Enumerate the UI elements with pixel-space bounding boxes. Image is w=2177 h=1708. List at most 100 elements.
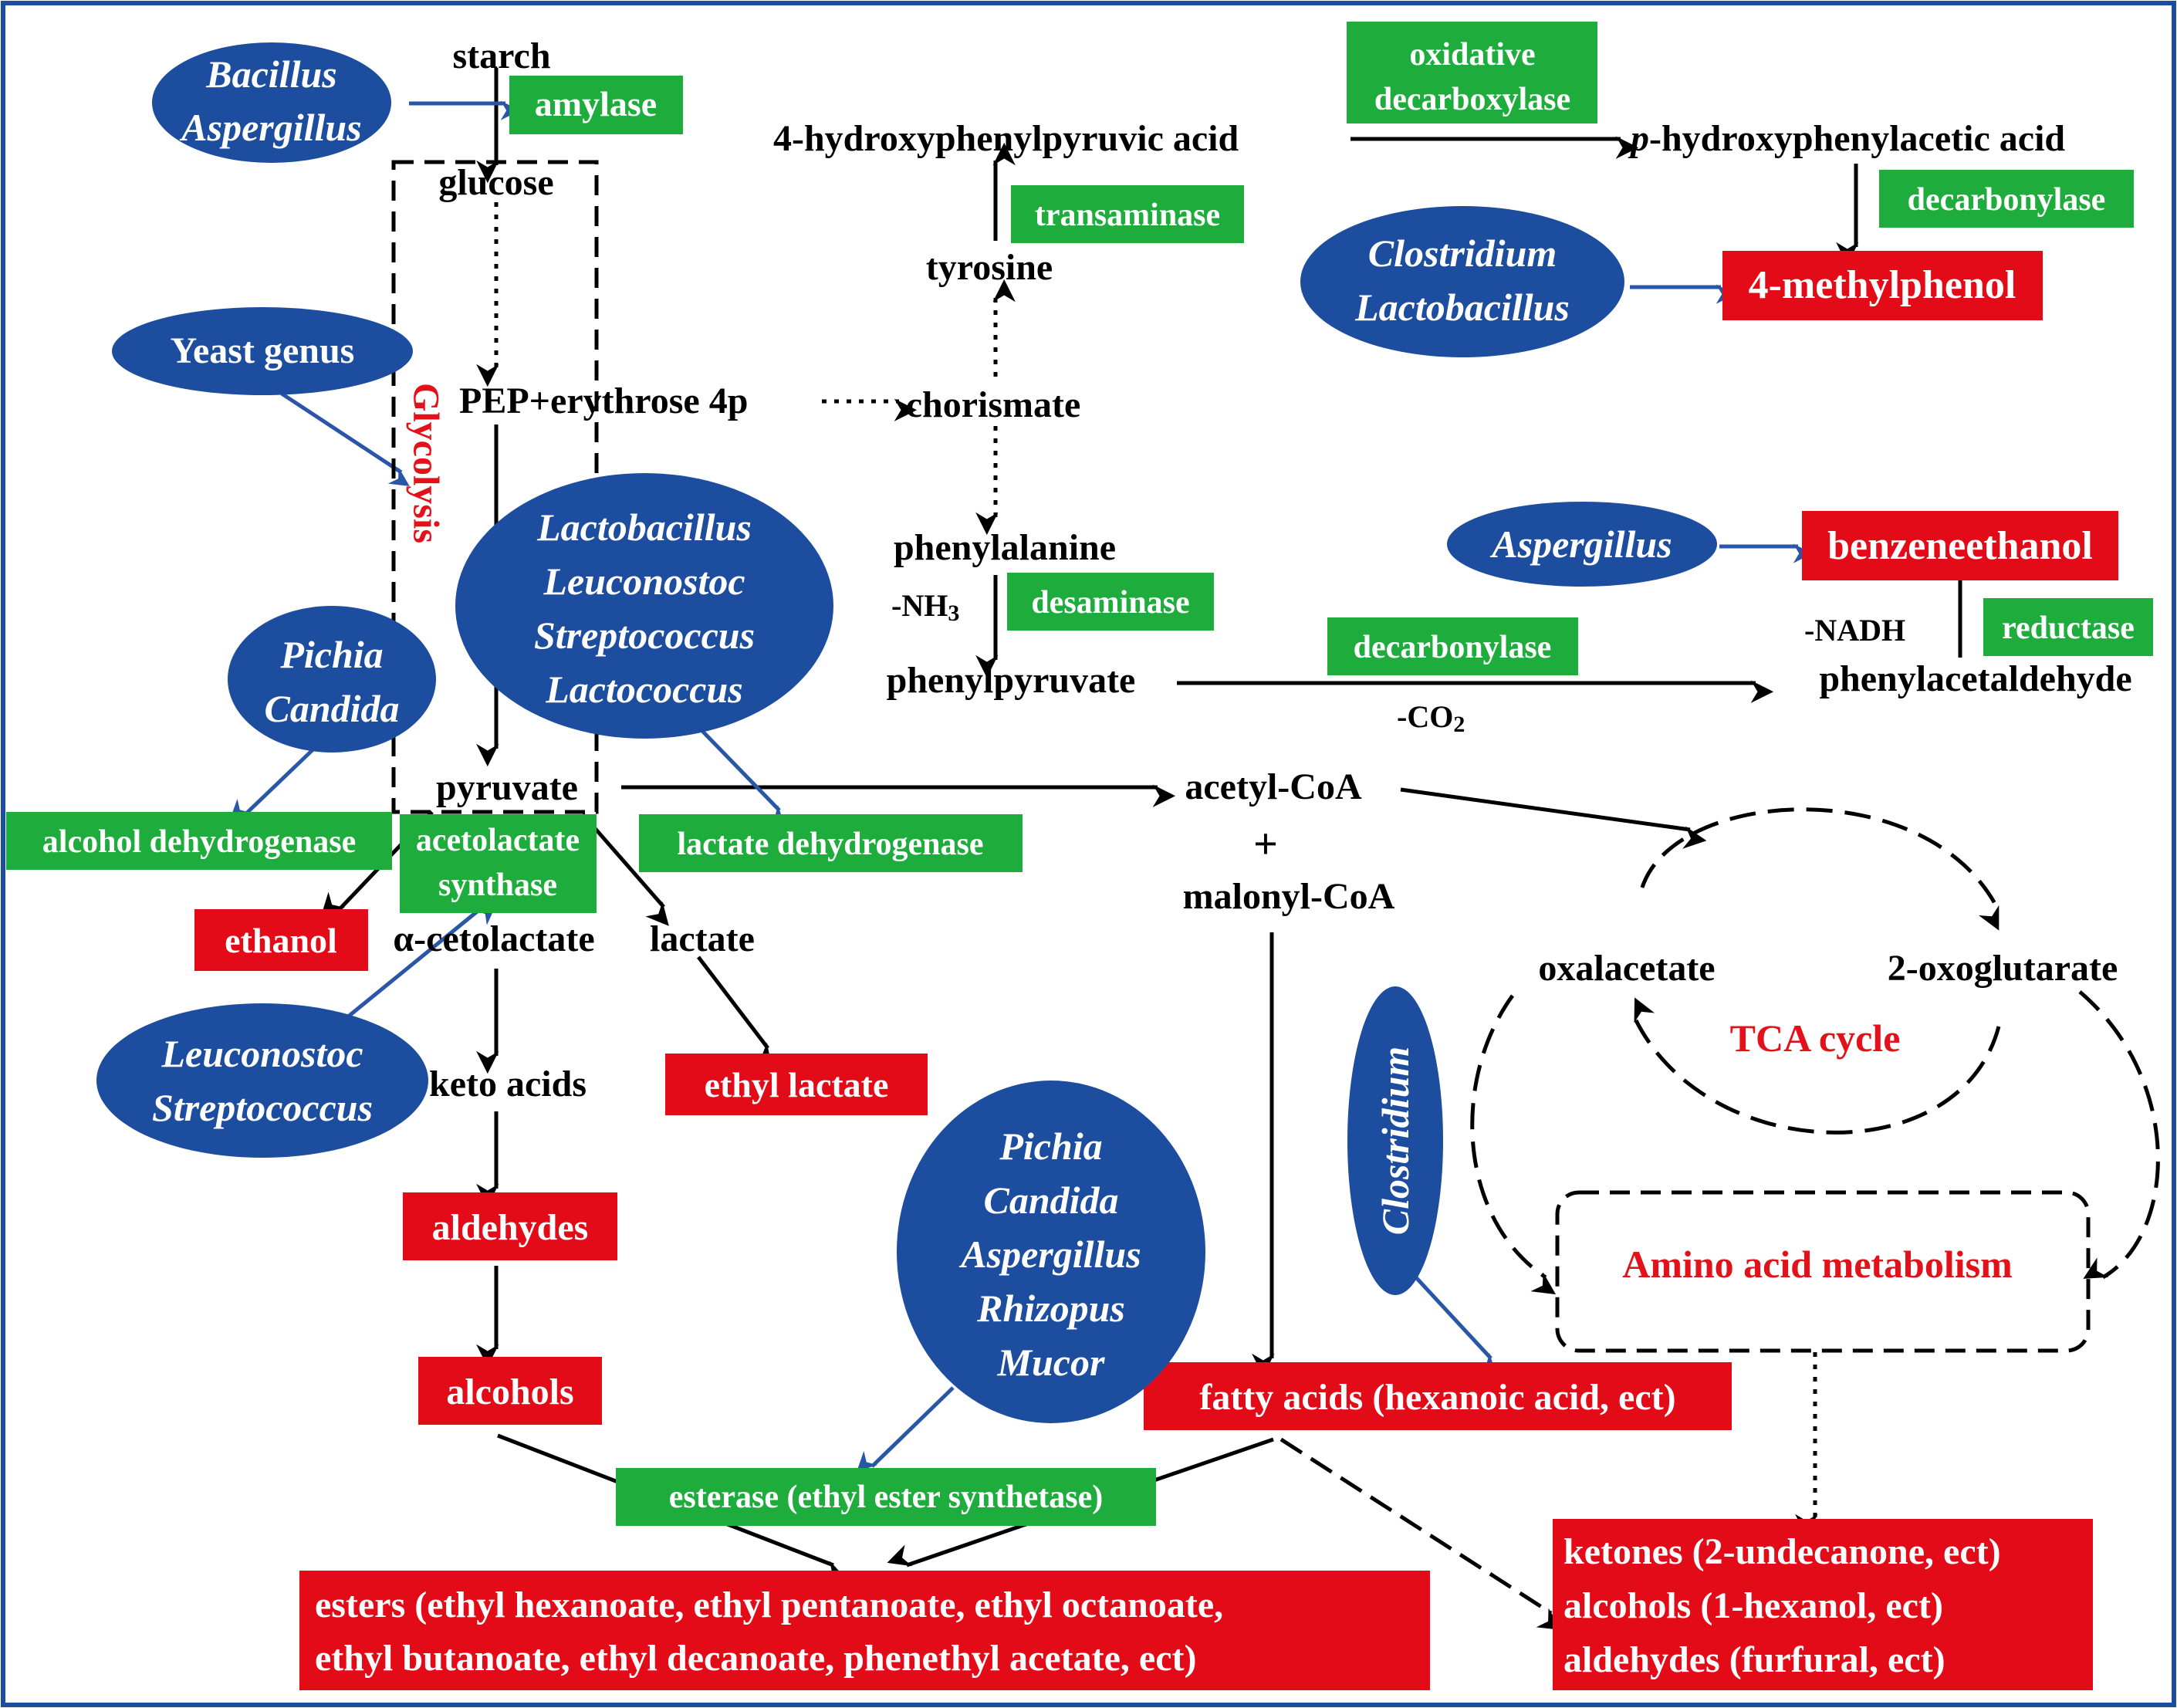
tca-arc-left: [1470, 994, 1557, 1295]
organism-clostridium2-label: Clostridium: [1374, 1047, 1417, 1236]
enzyme-acetolactate-synthase-box: [400, 814, 597, 913]
organism-bacillus-aspergillus: [152, 42, 391, 163]
metabolite-lactate: lactate: [650, 918, 755, 959]
arrow-lab-lactatedh: [699, 728, 785, 826]
product-esters-box: [299, 1571, 1430, 1690]
enzyme-alcohol-dehydrogenase-box: [6, 812, 392, 870]
organism-pichia-candida-top: [228, 606, 436, 753]
metabolite-phenylalanine: phenylalanine: [894, 527, 1116, 568]
enzyme-decarbonylase-top-label: decarbonylase: [1908, 182, 2106, 218]
enzyme-oxidative-decarboxylase-box: [1347, 22, 1597, 123]
products: 4-methylphenol benzeneethanol ethanol et…: [194, 251, 2118, 1690]
pathway-labels: Glycolysis TCA cycle Amino acid metaboli…: [406, 383, 2013, 1286]
product-ethyl-lactate-label: ethyl lactate: [705, 1065, 889, 1104]
arrows-blue: [230, 100, 1813, 1472]
organism-clostridium-lactobacillus: [1300, 206, 1624, 357]
enzyme-oxidative-label: oxidative: [1409, 37, 1535, 73]
enzyme-reductase-box: [1983, 598, 2153, 656]
organism-yeast-label: Yeast genus: [171, 330, 355, 371]
metabolite-hpp-acid: 4-hydroxyphenylpyruvic acid: [773, 118, 1239, 159]
enzyme-acetolactate-label: acetolactate: [416, 823, 580, 858]
organism-pichia-label: Pichia: [279, 633, 383, 676]
organism-aspergillus2-label: Aspergillus: [1489, 523, 1672, 566]
organism-streptococcus2-label: Streptococcus: [152, 1086, 373, 1129]
organism-streptococcus-label: Streptococcus: [534, 614, 755, 657]
enzyme-esterase-label: esterase (ethyl ester synthetase): [669, 1480, 1104, 1515]
co2-subscript: 2: [1453, 712, 1465, 737]
metabolite-nh3: -NH3: [891, 588, 959, 626]
product-ethanol-label: ethanol: [225, 921, 337, 960]
metabolite-acetyl-coa: acetyl-CoA: [1185, 766, 1362, 807]
metabolite-co2: -CO2: [1397, 699, 1465, 737]
product-methylphenol-label: 4-methylphenol: [1749, 263, 2016, 307]
product-benzeneethanol-label: benzeneethanol: [1827, 524, 2093, 568]
metabolite-oxoglutarate: 2-oxoglutarate: [1888, 948, 2118, 989]
metabolite-starch: starch: [452, 36, 550, 76]
product-alcohols-line: alcohols (1-hexanol, ect): [1563, 1585, 1943, 1626]
organism-lactococcus-label: Lactococcus: [545, 668, 742, 711]
product-fatty-acids-box: [1144, 1362, 1732, 1430]
metabolite-phenylacetaldehyde: phenylacetaldehyde: [1819, 658, 2131, 699]
organism-bacillus-label: Bacillus: [205, 52, 336, 96]
product-alcohols-box: [418, 1357, 602, 1425]
metabolite-phenylpyruvate: phenylpyruvate: [887, 660, 1136, 701]
organism-aspergillus: [1447, 502, 1717, 587]
enzyme-decarbonylase-top-box: [1879, 170, 2134, 228]
product-fatty-acids-label: fatty acids (hexanoic acid, ect): [1199, 1377, 1675, 1418]
organism-candida-label: Candida: [264, 687, 399, 730]
organism-mucor-label: Mucor: [997, 1341, 1105, 1384]
metabolite-pyruvate: pyruvate: [436, 767, 578, 808]
product-esters-line2: ethyl butanoate, ethyl decanoate, phenet…: [315, 1638, 1196, 1679]
enzyme-lactate-dehydrogenase-label: lactate dehydrogenase: [677, 827, 983, 862]
metabolite-hpa-acid: p-hydroxyphenylacetic acid: [1628, 118, 2065, 159]
tca-arc-right: [2078, 990, 2160, 1280]
enzymes: amylase oxidative decarboxylase transami…: [6, 22, 2153, 1526]
organism-lab-group: [455, 473, 833, 739]
arrow-fungi-esterase: [857, 1386, 955, 1472]
enzyme-decarboxylase-label: decarboxylase: [1374, 82, 1570, 117]
organism-pichia2-label: Pichia: [999, 1125, 1102, 1168]
product-ketones-line: ketones (2-undecanone, ect): [1563, 1531, 2001, 1572]
organism-aspergillus-label: Aspergillus: [179, 106, 361, 149]
enzyme-esterase-box: [616, 1468, 1156, 1526]
metabolite-pep-erythrose: PEP+erythrose 4p: [459, 380, 748, 421]
organism-aspergillus3-label: Aspergillus: [958, 1233, 1141, 1276]
enzyme-desaminase-box: [1007, 573, 1214, 631]
metabolites: starch glucose PEP+erythrose 4p chorisma…: [393, 36, 2131, 1104]
product-ethanol-box: [194, 909, 368, 971]
product-aldehydes-box: [403, 1192, 617, 1260]
tca-arc-top: [1640, 807, 2001, 931]
tca-arc-bottom: [1632, 997, 2001, 1135]
nh3-subscript: 3: [948, 600, 959, 626]
metabolite-oxalacetate: oxalacetate: [1538, 948, 1715, 989]
metabolite-malonyl-coa: malonyl-CoA: [1183, 876, 1395, 917]
hpa-rest: -hydroxyphenylacetic acid: [1649, 118, 2065, 159]
enzyme-amylase-label: amylase: [535, 84, 657, 123]
product-benzeneethanol-box: [1802, 511, 2118, 580]
hpa-italic-p: p: [1628, 118, 1649, 159]
enzyme-decarbonylase-mid-box: [1327, 617, 1578, 675]
organism-rhizopus-label: Rhizopus: [976, 1287, 1125, 1330]
enzyme-lactate-dehydrogenase-box: [639, 814, 1023, 872]
metabolite-plus: +: [1253, 820, 1278, 868]
arrow-lactate-ethyllactate: [697, 955, 772, 1068]
organism-leuconostoc-streptococcus: [96, 1003, 428, 1158]
product-ketones-group-box: [1553, 1519, 2093, 1690]
enzyme-transaminase-label: transaminase: [1035, 198, 1220, 233]
label-amino-acid-metabolism: Amino acid metabolism: [1622, 1243, 2013, 1286]
product-aldehydes-line: aldehydes (furfural, ect): [1563, 1639, 1945, 1680]
organism-leuconostoc-label: Leuconostoc: [543, 560, 745, 603]
arrow-clostridium-fattyacids: [1412, 1273, 1496, 1375]
metabolite-keto-acids: keto acids: [429, 1064, 587, 1104]
metabolite-chorismate: chorismate: [906, 384, 1081, 425]
enzyme-synthase-label: synthase: [438, 868, 557, 903]
organism-clostridium: [1347, 986, 1443, 1295]
metabolite-acetolactate: α-cetolactate: [393, 918, 594, 959]
enzyme-reductase-label: reductase: [2002, 610, 2135, 646]
organism-lactobacillus-label: Lactobacillus: [536, 506, 752, 549]
organism-leuconostoc2-label: Leuconostoc: [161, 1032, 363, 1075]
enzyme-transaminase-box: [1011, 185, 1244, 243]
enzyme-desaminase-label: desaminase: [1031, 585, 1189, 621]
